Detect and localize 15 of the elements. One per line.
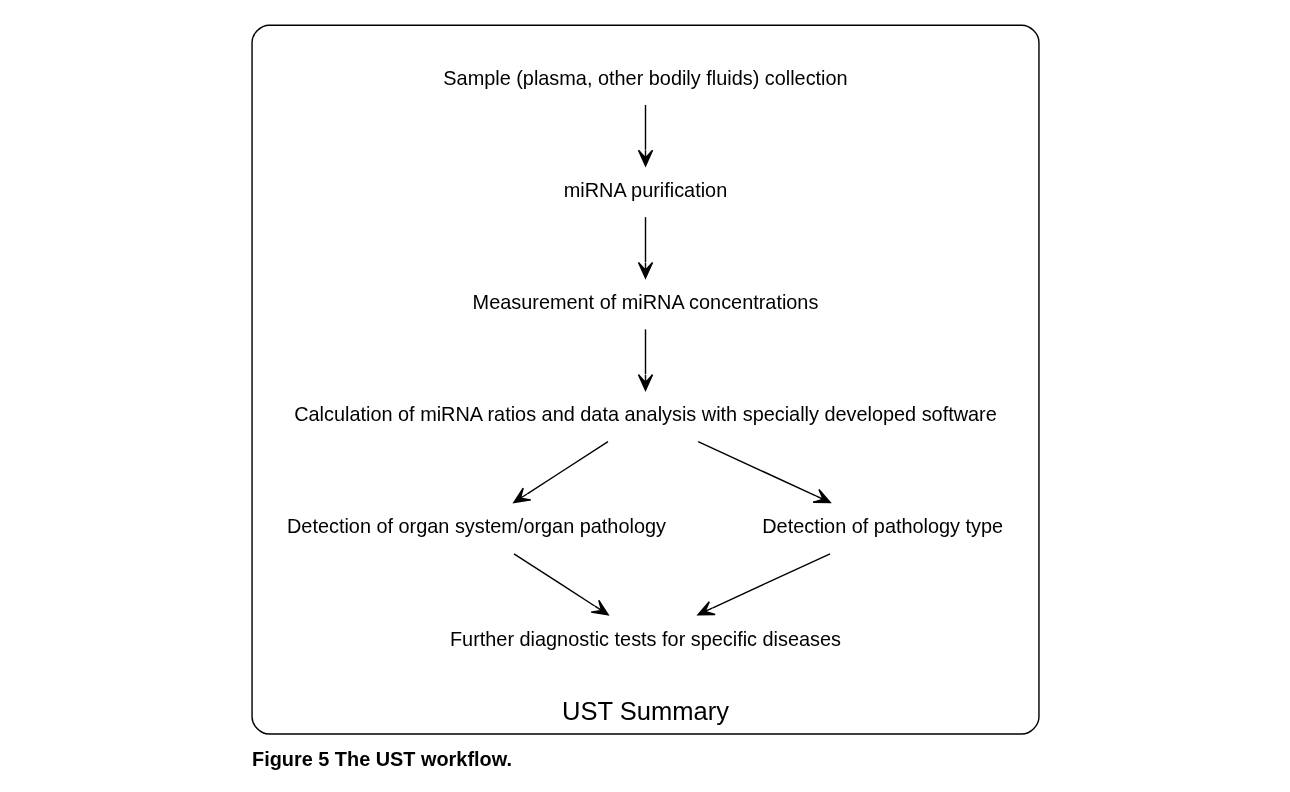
node-text: miRNA purification [563,178,727,201]
node-text: Further diagnostic tests for specific diseases [449,627,841,650]
node-text: Measurement of miRNA concentrations [472,290,818,313]
arrow [637,216,653,279]
node-text: Detection of organ system/organ pathology [286,515,666,538]
node-text: Sample (plasma, other bodily fluids) collection [442,66,848,89]
caption: Figure 5 The UST workflow. [251,747,512,770]
node-text: Calculation of miRNA ratios and data analysis with specially developed software [293,403,997,426]
arrow [512,553,609,616]
arrow [637,328,653,391]
node-text: Detection of pathology type [761,515,1003,538]
arrow [696,553,831,616]
arrow [696,440,831,504]
arrow [512,440,609,504]
arrow [637,104,653,167]
